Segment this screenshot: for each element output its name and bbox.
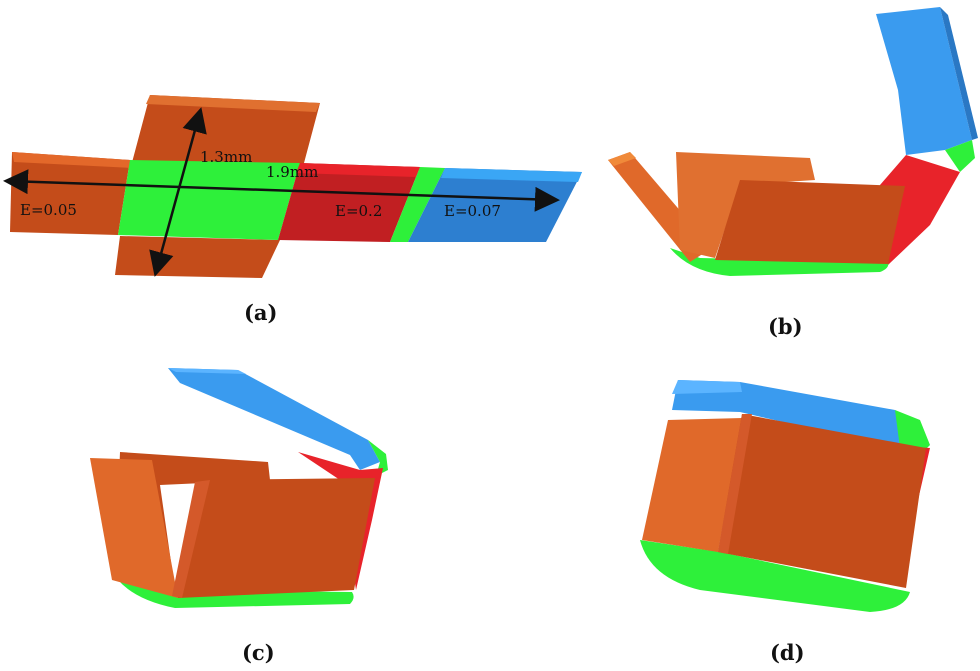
blue-lid: [168, 368, 380, 470]
panel-c-model: [90, 368, 388, 608]
dim-length-label: 1.9mm: [266, 163, 318, 181]
panel-b-label: (b): [768, 314, 803, 339]
panel-d-label: (d): [770, 640, 805, 665]
panel-c-label: (c): [242, 640, 275, 665]
green-base: [640, 540, 910, 612]
modulus-right-label: E=0.07: [444, 202, 501, 220]
front-panel: [178, 478, 375, 598]
back-panel: [676, 152, 815, 258]
bottom-orange-flap: [115, 236, 280, 278]
left-flap: [90, 458, 178, 598]
blue-top: [672, 380, 925, 448]
modulus-mid-label: E=0.2: [335, 202, 382, 220]
blue-arm: [876, 7, 972, 155]
panel-b-model: [608, 7, 978, 276]
red-connector: [880, 155, 960, 265]
dim-width-label: 1.3mm: [200, 148, 252, 166]
panel-a-label: (a): [244, 300, 278, 325]
length-arrow: [3, 169, 560, 212]
front-panel: [715, 180, 905, 264]
panel-a-sheet: 1.3mm 1.9mm E=0.05 E=0.2 E=0.07: [3, 95, 582, 278]
modulus-left-label: E=0.05: [20, 201, 77, 219]
panel-d-model: [640, 380, 930, 612]
green-base: [110, 568, 354, 608]
left-flap: [642, 418, 742, 552]
green-base: [670, 248, 889, 276]
width-arrow: [149, 107, 207, 277]
front-panel: [718, 414, 926, 588]
